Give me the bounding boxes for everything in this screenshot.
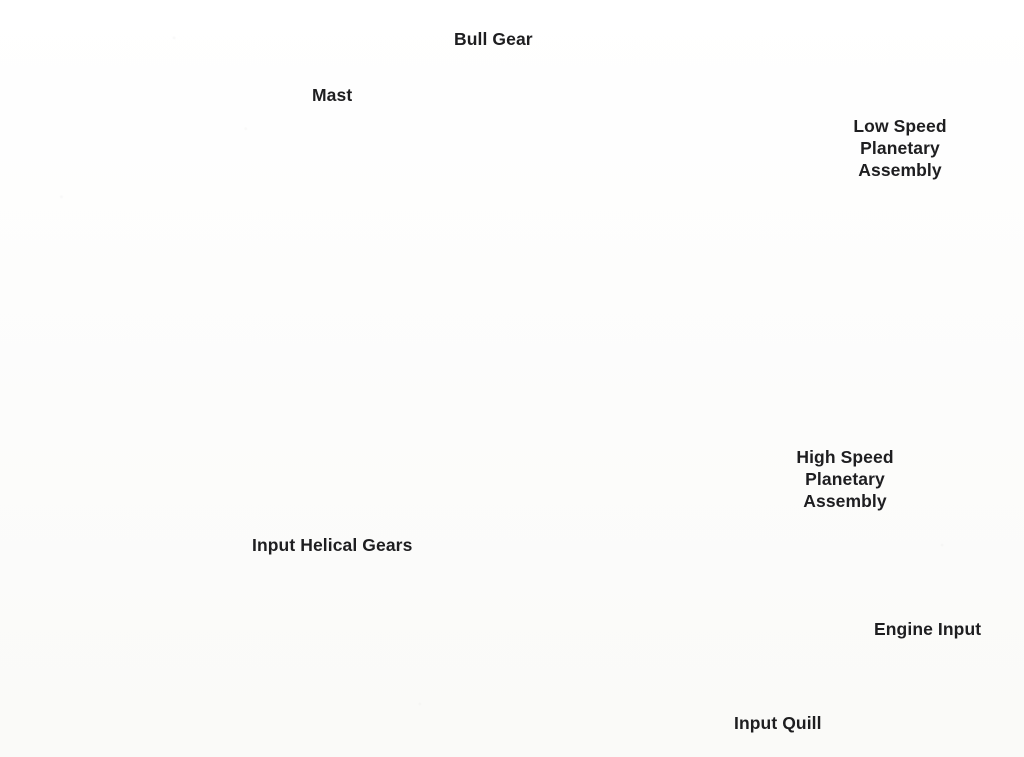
label-input-helical-gears: Input Helical Gears: [252, 535, 413, 555]
label-low-speed-planetary-assembly: Low Speed Planetary Assembly: [853, 116, 947, 181]
arrow-input-quill: [723, 656, 765, 705]
label-mast: Mast: [312, 85, 353, 105]
arrow-helical-gear-3: [423, 526, 626, 557]
arrow-bull-gear: [498, 53, 627, 139]
arrow-helical-gear-2: [422, 458, 603, 539]
arrow-helical-gear-4: [422, 550, 605, 629]
label-engine-input: Engine Input: [874, 619, 982, 639]
arrow-helical-gear-1: [422, 377, 626, 531]
arrow-high-speed-planetary: [705, 278, 775, 434]
label-bull-gear: Bull Gear: [454, 29, 533, 49]
arrow-mast: [330, 108, 382, 197]
label-high-speed-planetary-assembly: High Speed Planetary Assembly: [796, 447, 894, 512]
label-input-quill: Input Quill: [734, 713, 822, 733]
